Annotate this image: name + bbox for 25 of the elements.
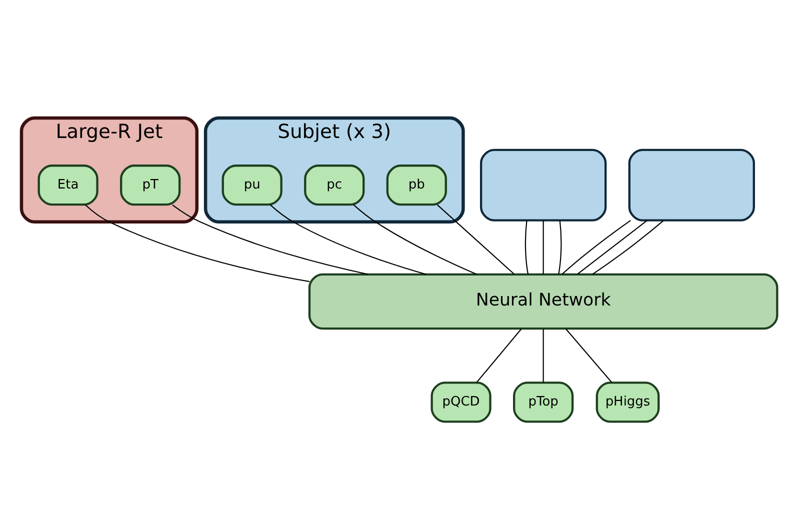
connector	[84, 204, 310, 282]
node-box: pT	[120, 164, 181, 206]
connector	[592, 220, 664, 274]
connector	[566, 328, 612, 382]
node-box: pb	[386, 164, 447, 206]
node-box: pQCD	[430, 381, 492, 422]
connector	[542, 220, 544, 274]
node-box: Eta	[38, 164, 98, 206]
node-box: pc	[304, 164, 365, 206]
connector	[436, 204, 515, 274]
node-box	[480, 148, 607, 221]
node-box	[628, 148, 755, 221]
connector	[476, 328, 522, 382]
connector	[524, 220, 529, 274]
connector	[172, 204, 368, 274]
node-box: Neural Network	[308, 272, 778, 330]
connector	[577, 220, 648, 274]
connector	[353, 204, 477, 274]
connector	[270, 204, 426, 274]
node-box: pHiggs	[596, 381, 660, 422]
node-box: pu	[222, 164, 282, 206]
node-box: pTop	[513, 381, 574, 422]
connector	[562, 220, 631, 274]
connector	[558, 220, 562, 274]
connector	[542, 328, 544, 382]
